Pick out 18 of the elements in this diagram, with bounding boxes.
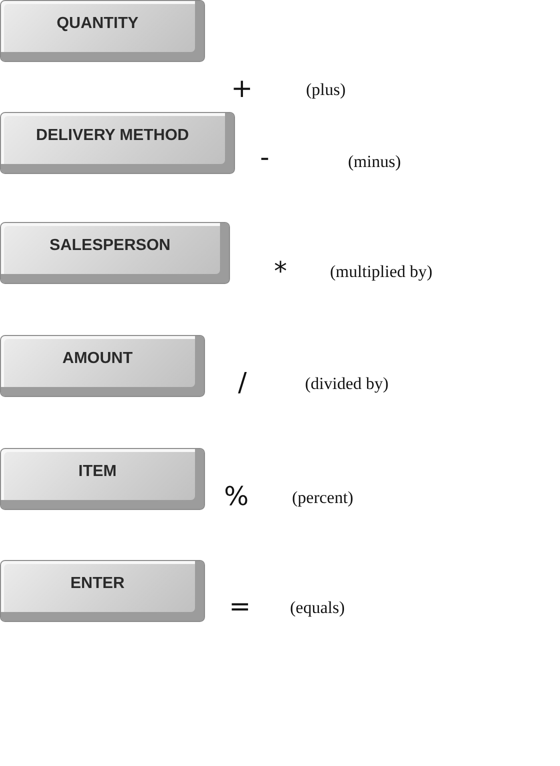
- keyboard-key: QUANTITY: [0, 0, 205, 62]
- operator-symbol: /: [238, 370, 247, 396]
- keyboard-key: SALESPERSON: [0, 222, 230, 284]
- operator-description: (divided by): [305, 374, 389, 394]
- keyboard-key: ENTER: [0, 560, 205, 622]
- operator-description: (equals): [290, 598, 345, 618]
- operator-symbol: +: [231, 76, 253, 102]
- operator-symbol: =: [229, 594, 251, 620]
- operator-symbol: %: [224, 484, 249, 510]
- keyboard-key: DELIVERY METHOD: [0, 112, 235, 174]
- keyboard-key: ITEM: [0, 448, 205, 510]
- keyboard-key: AMOUNT: [0, 335, 205, 397]
- operator-description: (plus): [306, 80, 346, 100]
- operator-description: (minus): [348, 152, 401, 172]
- operator-symbol: -: [260, 145, 270, 171]
- operator-description: (percent): [292, 488, 354, 508]
- operator-symbol: *: [274, 259, 287, 285]
- operator-description: (multiplied by): [330, 262, 432, 282]
